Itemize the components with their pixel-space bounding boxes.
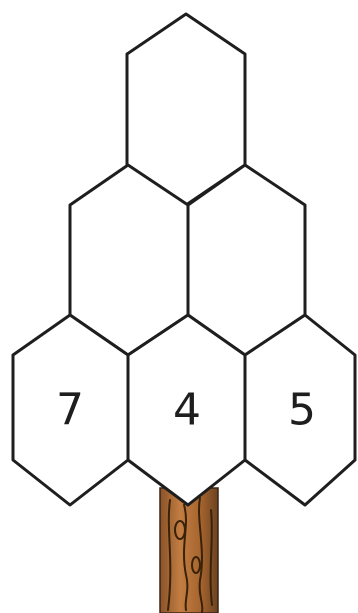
hex-cell-bottom-center[interactable]: 4 xyxy=(128,315,245,505)
hex-cell-bottom-right[interactable]: 5 xyxy=(245,315,355,505)
hex-cell-value: 7 xyxy=(56,385,84,436)
hex-cell-bottom-left[interactable]: 7 xyxy=(13,315,128,505)
hex-cell-value: 5 xyxy=(288,385,316,436)
hex-cell-value: 4 xyxy=(173,385,201,436)
tree-trunk-icon xyxy=(160,488,218,613)
